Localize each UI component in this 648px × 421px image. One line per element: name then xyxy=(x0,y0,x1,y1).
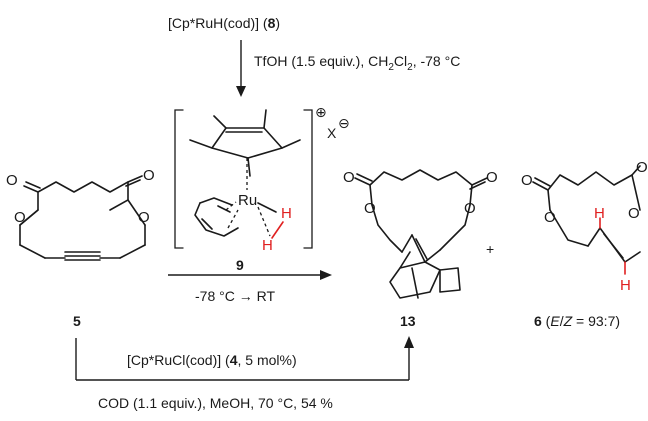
charge-minus: ⊖ xyxy=(338,115,350,131)
substrate-5-o-ester-left: O xyxy=(14,209,26,226)
main-arrow-conditions: -78 °C → RT xyxy=(195,288,275,304)
activation-conditions: TfOH (1.5 equiv.), CH2Cl2, -78 °C xyxy=(254,53,460,73)
main-reaction-arrow xyxy=(168,270,332,280)
substrate-5-o-ester-right: O xyxy=(138,209,150,226)
product-6-h-top: H xyxy=(594,205,605,222)
activation-arrow xyxy=(236,40,246,97)
substrate-5-label: 5 xyxy=(73,313,81,329)
product-13-o-carbonyl-left: O xyxy=(343,169,355,186)
product-13-label: 13 xyxy=(400,313,416,329)
product-13-structure xyxy=(354,169,488,299)
bottom-path-arrow xyxy=(75,336,414,381)
plus-sign: + xyxy=(486,241,494,257)
substrate-5-o-carbonyl-right: O xyxy=(143,167,155,184)
product-6-o-ester-right: O xyxy=(628,205,640,222)
bottom-conditions-label: COD (1.1 equiv.), MeOH, 70 °C, 54 % xyxy=(98,395,333,411)
substrate-5-structure xyxy=(19,175,146,261)
reagent-complex-8: [Cp*RuH(cod)] (8) xyxy=(168,15,280,31)
product-13-o-ester-left: O xyxy=(364,200,376,217)
substrate-5-o-carbonyl-left: O xyxy=(6,172,18,189)
counterion: X xyxy=(327,125,337,141)
product-6-h-bottom: H xyxy=(620,277,631,294)
product-13-o-carbonyl-right: O xyxy=(486,169,498,186)
intermediate-9-label: 9 xyxy=(236,257,244,273)
product-6-label: 6 (E/Z = 93:7) xyxy=(534,313,620,329)
product-6-o-carbonyl-left: O xyxy=(521,172,533,189)
charge-plus: ⊕ xyxy=(315,104,327,120)
hydride-h1: H xyxy=(281,205,292,222)
bottom-catalyst-label: [Cp*RuCl(cod)] (4, 5 mol%) xyxy=(127,352,297,368)
product-6-structure xyxy=(532,165,641,275)
product-6-o-carbonyl-right: O xyxy=(636,159,648,176)
intermediate-9-structure: Ru H H ⊕ X ⊖ xyxy=(174,104,350,254)
product-6-o-ester-left: O xyxy=(544,209,556,226)
product-13-o-ester-right: O xyxy=(464,200,476,217)
ruthenium-atom: Ru xyxy=(238,192,257,209)
hydride-h2: H xyxy=(262,237,273,254)
